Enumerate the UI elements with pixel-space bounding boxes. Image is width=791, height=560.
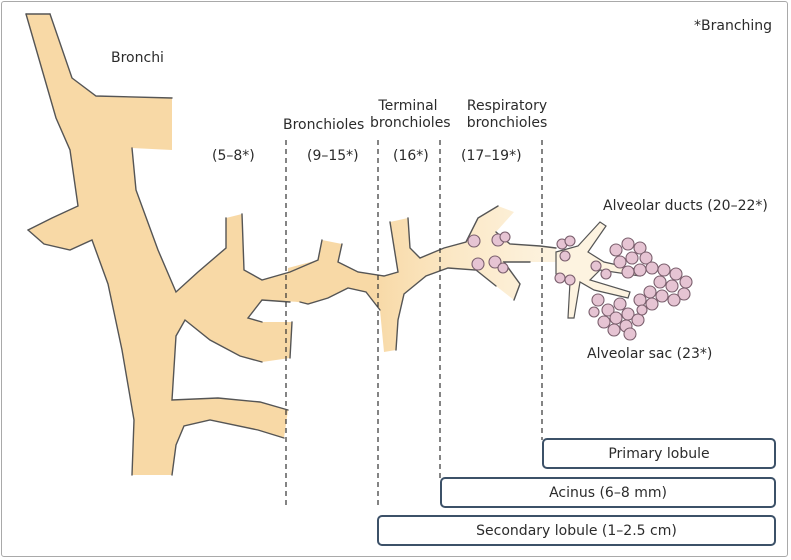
label-terminal-line2: bronchioles bbox=[370, 115, 451, 131]
label-respiratory-bronchioles: Respiratory bronchioles bbox=[462, 98, 552, 132]
label-respiratory-line2: bronchioles bbox=[466, 115, 548, 131]
acinus-box: Acinus (6–8 mm) bbox=[440, 477, 776, 508]
bronchi-trunk bbox=[26, 14, 306, 475]
branching-note: *Branching bbox=[694, 18, 773, 34]
generation-16: (16*) bbox=[393, 148, 429, 164]
primary-lobule-box: Primary lobule bbox=[542, 438, 776, 469]
label-terminal-line1: Terminal bbox=[378, 98, 438, 114]
label-alveolar-sac: Alveolar sac (23*) bbox=[587, 346, 713, 362]
label-respiratory-line1: Respiratory bbox=[466, 98, 548, 114]
generation-5-8: (5–8*) bbox=[212, 148, 255, 164]
secondary-lobule-box: Secondary lobule (1–2.5 cm) bbox=[377, 515, 776, 546]
generation-17-19: (17–19*) bbox=[461, 148, 522, 164]
zone-separators bbox=[285, 140, 543, 508]
label-terminal-bronchioles: Terminal bronchioles bbox=[370, 98, 451, 132]
label-bronchioles: Bronchioles bbox=[283, 117, 365, 133]
label-alveolar-ducts: Alveolar ducts (20–22*) bbox=[603, 198, 768, 214]
generation-9-15: (9–15*) bbox=[307, 148, 359, 164]
label-bronchi: Bronchi bbox=[111, 50, 164, 66]
alveoli bbox=[467, 231, 693, 341]
